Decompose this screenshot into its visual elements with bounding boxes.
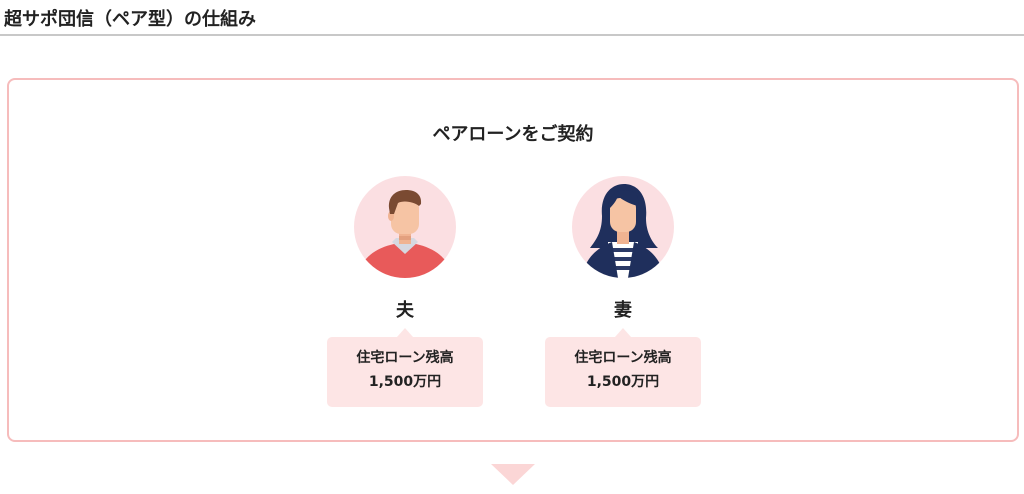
page-header: 超サポ団信（ペア型）の仕組み [0, 0, 1024, 36]
loan-balance-label: 住宅ローン残高 [356, 350, 454, 366]
person-label-husband: 夫 [396, 300, 414, 321]
loan-balance-amount: 1,500万円 [368, 374, 442, 390]
panel-title: ペアローンをご契約 [432, 124, 594, 145]
down-arrow-icon [491, 464, 535, 485]
loan-balance-box-wife: 住宅ローン残高 1,500万円 [545, 328, 701, 407]
wife-avatar-icon [572, 176, 674, 278]
pair-loan-panel: ペアローンをご契約 [7, 78, 1019, 442]
page-title: 超サポ団信（ペア型）の仕組み [4, 9, 256, 30]
husband-avatar-icon [354, 176, 456, 278]
loan-balance-label: 住宅ローン残高 [574, 350, 672, 366]
person-label-wife: 妻 [614, 300, 632, 321]
loan-balance-amount: 1,500万円 [586, 374, 660, 390]
loan-balance-box-husband: 住宅ローン残高 1,500万円 [327, 328, 483, 407]
